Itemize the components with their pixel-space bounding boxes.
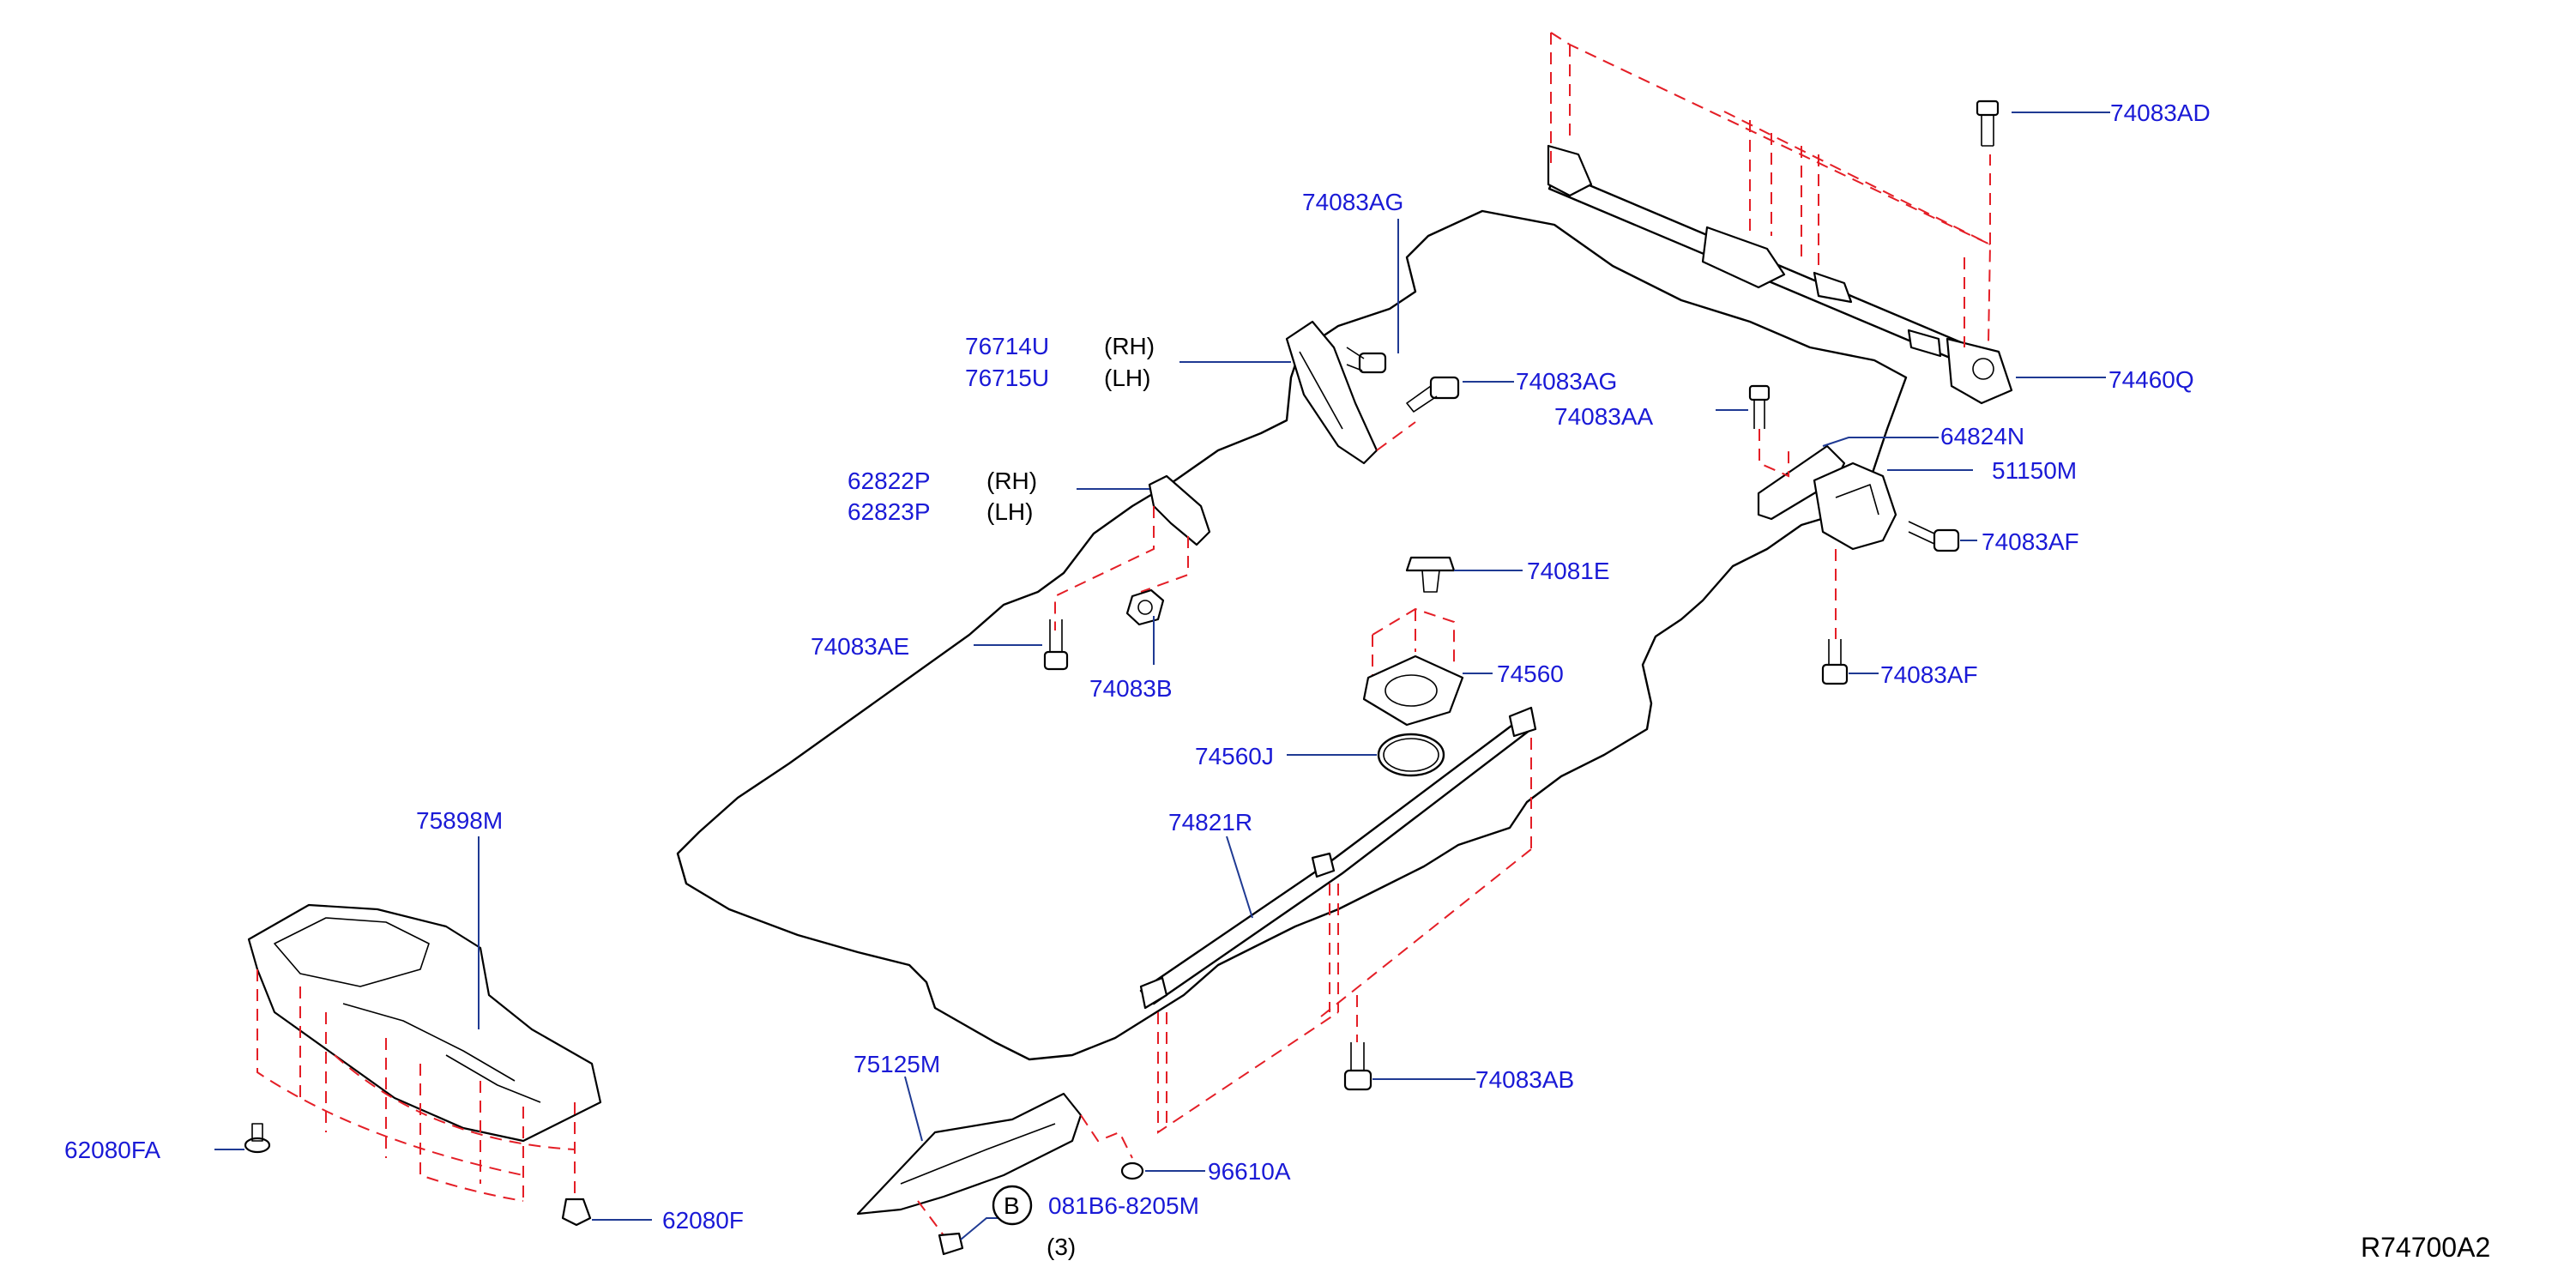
callout-74081E: 74081E xyxy=(1527,558,1610,584)
bolt-74083AA xyxy=(1748,384,1771,429)
bolt-74083AD xyxy=(1976,100,2000,147)
bolt-74083AG xyxy=(1406,376,1460,413)
clip-62080F xyxy=(561,1198,592,1227)
callout-74560J: 74560J xyxy=(1195,743,1274,769)
callout-74083AB: 74083AB xyxy=(1475,1066,1574,1093)
circle-b-letter: B xyxy=(1004,1192,1020,1219)
seal-74560J xyxy=(1377,733,1445,777)
callout-96610A: 96610A xyxy=(1208,1158,1291,1185)
mount-51150M xyxy=(1813,462,1897,551)
bracket-62822P xyxy=(1148,474,1211,546)
side-lh-label-2: (LH) xyxy=(986,498,1033,525)
callout-74083AG-top: 74083AG xyxy=(1302,189,1403,215)
callout-62822P: 62822P xyxy=(848,468,931,494)
reinforcement-74821R xyxy=(1139,706,1537,1010)
bolt-74083AB xyxy=(1343,1042,1372,1091)
callout-62080FA: 62080FA xyxy=(64,1137,160,1163)
callout-74083AF-b: 74083AF xyxy=(1880,661,1978,688)
leader-lines xyxy=(214,112,2110,1240)
callout-76715U: 76715U xyxy=(965,365,1049,391)
bolt-74083AF-a xyxy=(1908,521,1960,552)
nut-74083B xyxy=(1125,588,1165,626)
grommet-74560 xyxy=(1362,655,1464,727)
clip-74081E xyxy=(1405,556,1456,593)
callout-75125M: 75125M xyxy=(854,1051,940,1077)
circle-b-marker xyxy=(992,1185,1033,1226)
bolt-74083AE xyxy=(1043,619,1069,671)
callout-74083AF-a: 74083AF xyxy=(1982,528,2079,555)
front-cross-member xyxy=(1547,144,2013,405)
callout-62080F: 62080F xyxy=(662,1207,744,1234)
callout-62823P: 62823P xyxy=(848,498,931,525)
callout-76714U: 76714U xyxy=(965,333,1049,359)
bolt-74083AF-b xyxy=(1821,639,1849,685)
bolt-74083AG-upper xyxy=(1346,347,1387,374)
quantity-label: (3) xyxy=(1047,1234,1076,1260)
callout-64824N: 64824N xyxy=(1940,423,2024,449)
callout-74083AD: 74083AD xyxy=(2110,100,2211,126)
side-rh-label: (RH) xyxy=(1104,333,1155,359)
callout-75898M: 75898M xyxy=(416,807,503,834)
callout-74083AG: 74083AG xyxy=(1516,368,1617,395)
bracket-76714U xyxy=(1285,320,1378,465)
side-lh-label: (LH) xyxy=(1104,365,1150,391)
clip-96610A xyxy=(1120,1161,1144,1180)
callout-081B6-8205M: 081B6-8205M xyxy=(1048,1192,1199,1219)
diagram-code: R74700A2 xyxy=(2361,1232,2490,1263)
side-rh-label-2: (RH) xyxy=(986,468,1037,494)
splash-guard-75125M xyxy=(856,1092,1083,1216)
under-cover-75898M xyxy=(247,903,602,1143)
callout-74821R: 74821R xyxy=(1168,809,1252,836)
callout-74083B: 74083B xyxy=(1089,675,1173,702)
callout-51150M: 51150M xyxy=(1992,457,2077,484)
callout-74560: 74560 xyxy=(1497,661,1564,687)
callout-74083AA: 74083AA xyxy=(1554,403,1654,430)
screw-081B6 xyxy=(938,1232,964,1256)
clip-62080FA xyxy=(244,1123,271,1154)
callout-74083AE: 74083AE xyxy=(811,633,909,660)
callout-74460Q: 74460Q xyxy=(2108,366,2194,393)
